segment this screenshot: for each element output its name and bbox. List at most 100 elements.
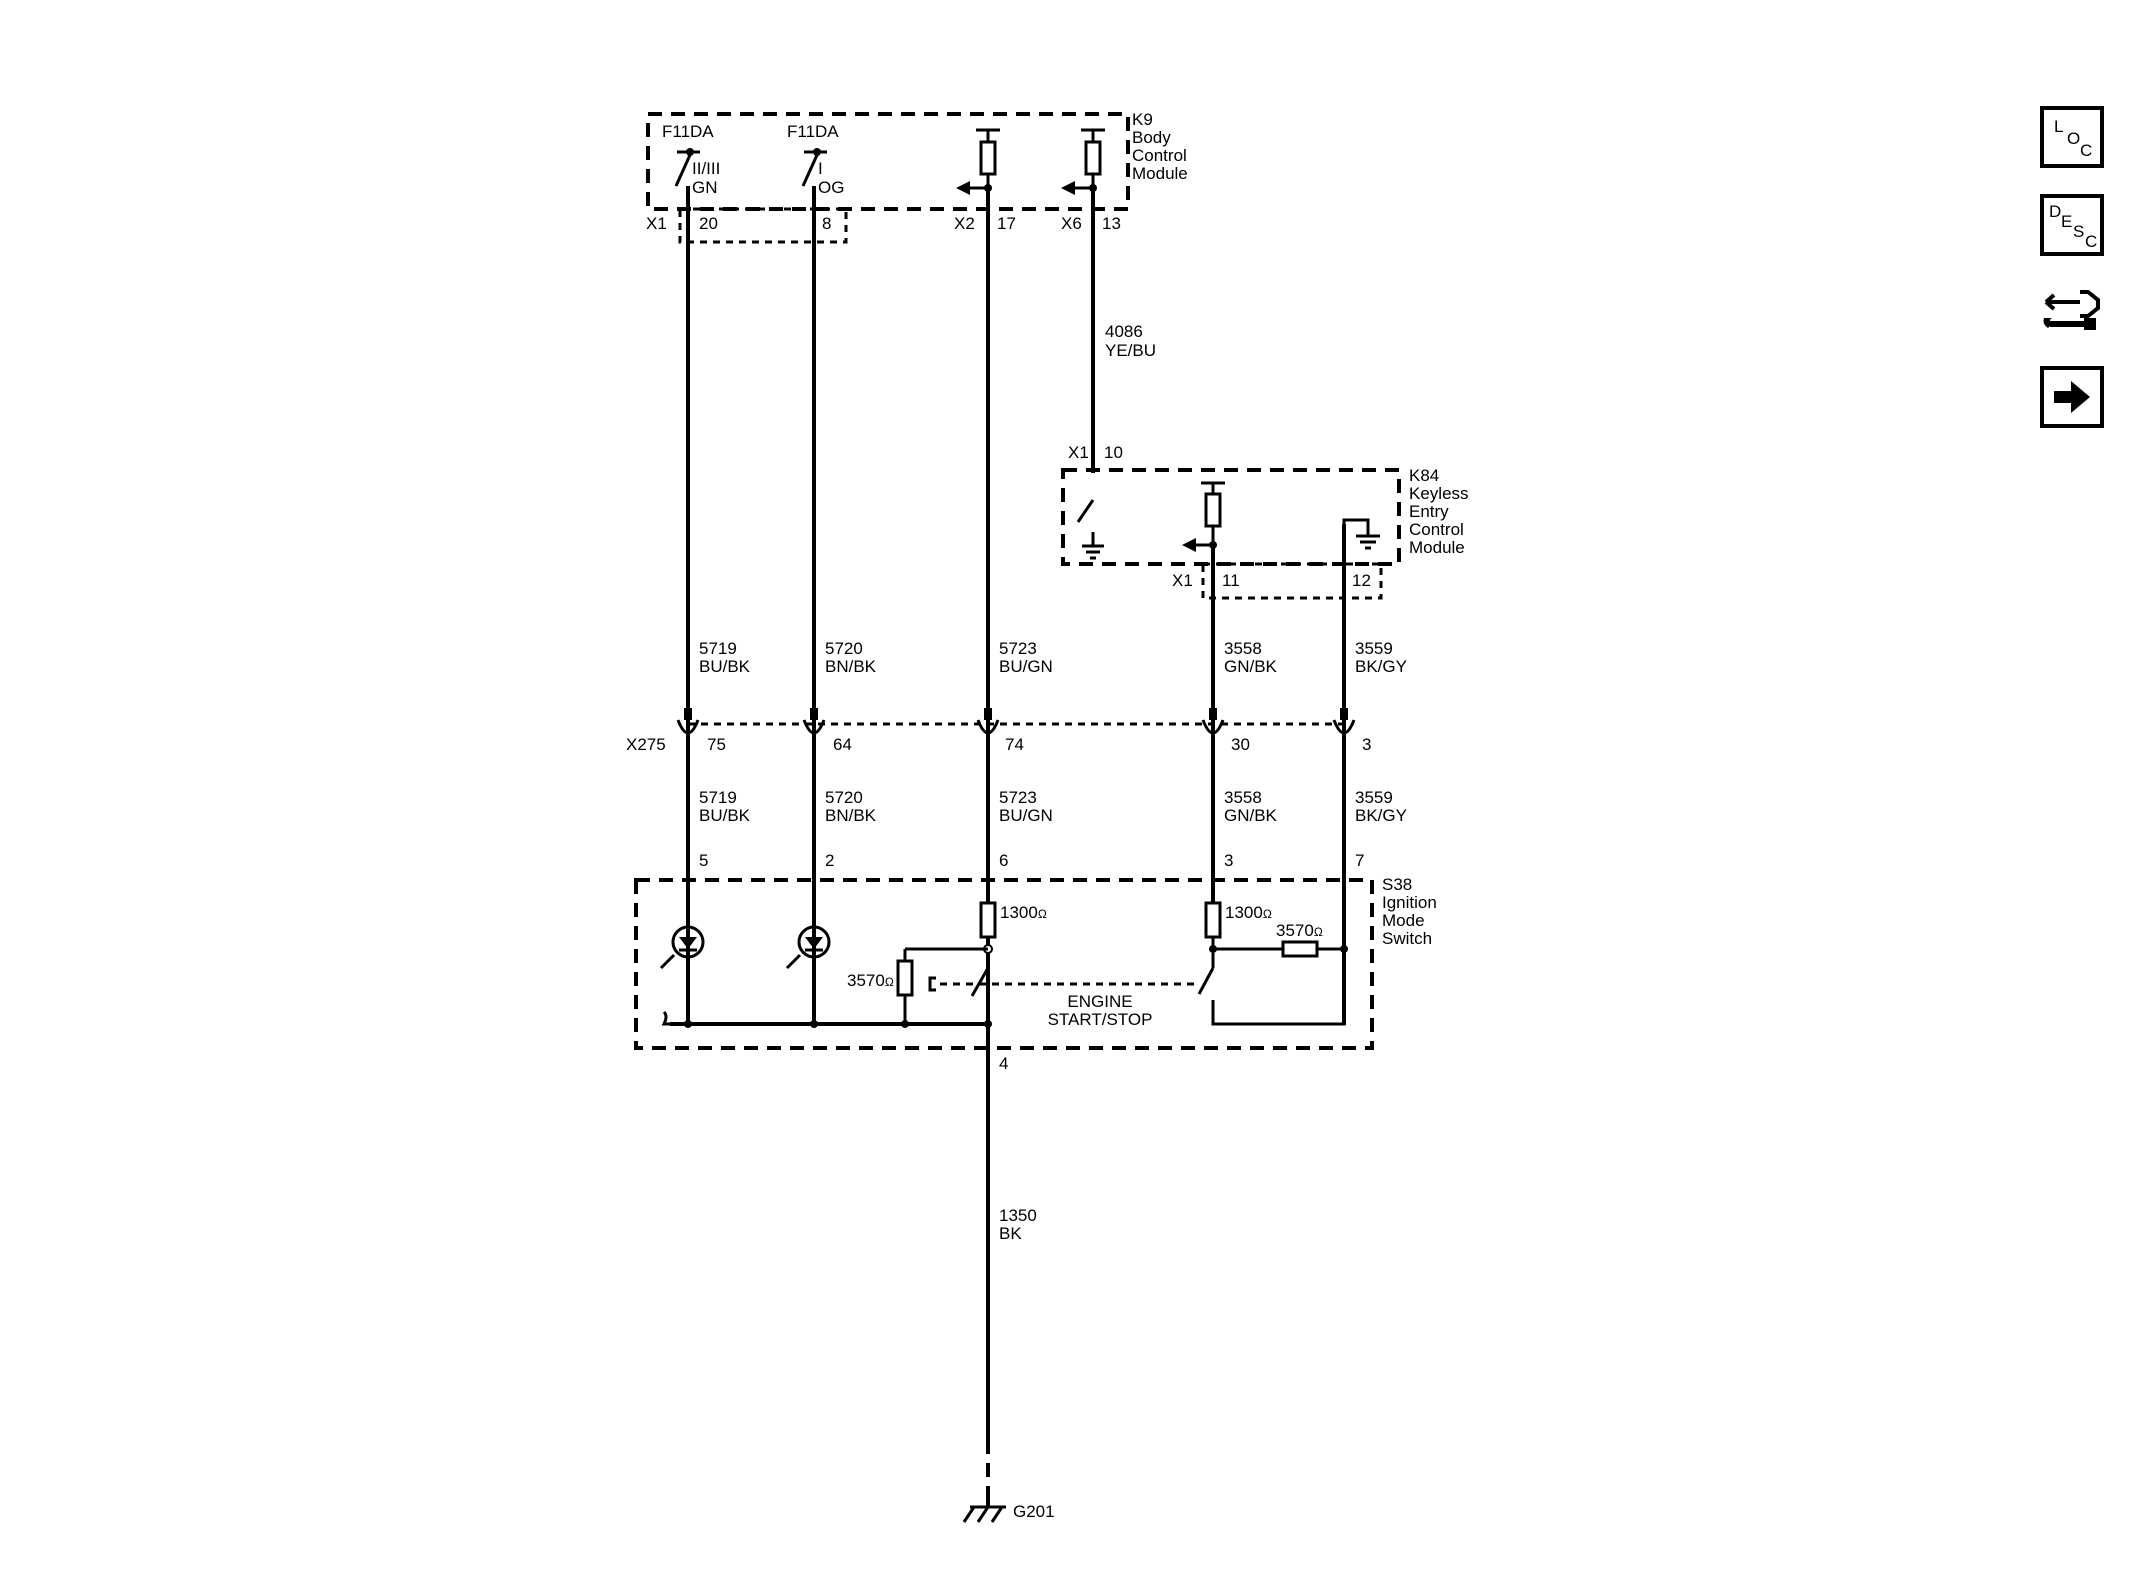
- wire-4086-color: YE/BU: [1105, 341, 1156, 360]
- k9-x1-connector-outline: [678, 207, 848, 244]
- loc-letter: O: [2067, 129, 2081, 148]
- k9-name-line1: Body: [1132, 128, 1171, 147]
- x275-pin: 30: [1231, 735, 1250, 754]
- k84-ref: K84: [1409, 466, 1439, 485]
- fuse-color-b: OG: [818, 178, 844, 197]
- fuse-label-right: F11DA: [787, 122, 839, 141]
- k9-x6-pin: 13: [1102, 214, 1121, 233]
- input-arrow-icon: [1061, 181, 1075, 195]
- k84-name-line4: Module: [1409, 538, 1465, 557]
- s38-pin: 2: [825, 851, 834, 870]
- wire-label-color: BK/GY: [1355, 657, 1407, 676]
- k84-in-connector: X1: [1068, 443, 1089, 462]
- wire-label-color: GN/BK: [1224, 806, 1278, 825]
- wire-label-circuit: 3559: [1355, 788, 1393, 807]
- resistor-value: 3570Ω: [847, 971, 894, 990]
- location-view-button[interactable]: L O C: [2040, 106, 2104, 168]
- s38-module-outline: [634, 878, 1374, 1050]
- wire-4086-circuit: 4086: [1105, 322, 1143, 341]
- wire-label-circuit: 3558: [1224, 639, 1262, 658]
- desc-letter: C: [2085, 232, 2098, 251]
- fuse-label-left: F11DA: [662, 122, 714, 141]
- arrow-right-icon: [2054, 381, 2090, 413]
- s38-ignition-mode-switch: 1300Ω 1300Ω 3570Ω 3570Ω ENGINE START/STO…: [634, 875, 1437, 1073]
- switch-position-a: II/III: [692, 159, 720, 178]
- resistor-1300-left: [979, 901, 997, 939]
- s38-pin: 3: [1224, 851, 1233, 870]
- ground-wire-circuit: 1350: [999, 1206, 1037, 1225]
- wire-label-color: BU/BK: [699, 657, 751, 676]
- pullup-resistor: [1084, 140, 1102, 176]
- k9-x2-connector: X2: [954, 214, 975, 233]
- desc-letter: S: [2073, 222, 2085, 241]
- wire-label-color: BK/GY: [1355, 806, 1407, 825]
- wire-label-color: BN/BK: [825, 806, 877, 825]
- chassis-ground-icon: [962, 1506, 1004, 1523]
- resistor-value: 3570Ω: [1276, 921, 1323, 940]
- wire-label-color: BU/GN: [999, 806, 1053, 825]
- x275-ref: X275: [626, 735, 666, 754]
- k84-in-pin: 10: [1104, 443, 1123, 462]
- wire-label-circuit: 5719: [699, 788, 737, 807]
- wire-label-circuit: 5719: [699, 639, 737, 658]
- k9-x1-pin-b: 8: [822, 214, 831, 233]
- k9-x2-pin: 17: [997, 214, 1016, 233]
- desc-letter: D: [2049, 202, 2062, 221]
- wire-label-circuit: 5723: [999, 639, 1037, 658]
- ground-ref: G201: [1013, 1502, 1055, 1521]
- k84-keyless-entry-control-module: X1 10 K84 Keyless Entry Control Module X…: [1061, 443, 1469, 600]
- k84-name-line1: Keyless: [1409, 484, 1469, 503]
- resistor-1300-right: [1204, 901, 1222, 939]
- desc-letter: E: [2061, 212, 2073, 231]
- resistor-3570-right: [1281, 940, 1319, 958]
- x275-pin: 74: [1005, 735, 1024, 754]
- k84-out-connector: X1: [1172, 571, 1193, 590]
- switch-position-b: I: [818, 159, 823, 178]
- wire-label-color: BN/BK: [825, 657, 877, 676]
- wire-label-circuit: 3559: [1355, 639, 1393, 658]
- k9-body-control-module: F11DA F11DA II/III GN I OG K9 Body Contr…: [646, 110, 1188, 244]
- fuse-color-a: GN: [692, 178, 718, 197]
- k84-name-line2: Entry: [1409, 502, 1449, 521]
- switch-label-line2: START/STOP: [1048, 1010, 1153, 1029]
- resistor-value: 1300Ω: [1225, 903, 1272, 922]
- switch-label-line1: ENGINE: [1067, 992, 1132, 1011]
- connector-repair-button[interactable]: [2040, 278, 2104, 342]
- s38-name-line3: Switch: [1382, 929, 1432, 948]
- circuit-wires: 4086 YE/BU: [686, 186, 1346, 1498]
- wire-label-color: BU/GN: [999, 657, 1053, 676]
- k9-name-line2: Control: [1132, 146, 1187, 165]
- led-icon: [659, 925, 705, 970]
- wire-label-color: GN/BK: [1224, 657, 1278, 676]
- k9-x6-connector: X6: [1061, 214, 1082, 233]
- pullup-resistor: [1204, 492, 1222, 528]
- k84-module-outline: [1061, 468, 1401, 566]
- upper-wire-labels: 5719 BU/BK 5720 BN/BK 5723 BU/GN 3558 GN…: [699, 639, 1407, 676]
- description-view-button[interactable]: D E S C: [2040, 194, 2104, 256]
- k9-name-line3: Module: [1132, 164, 1188, 183]
- s38-ref: S38: [1382, 875, 1412, 894]
- wire-label-circuit: 5723: [999, 788, 1037, 807]
- x275-inline-connector: X275 75 64 74 30 3: [626, 708, 1371, 754]
- s38-pin: 6: [999, 851, 1008, 870]
- k84-x1-connector-outline: [1201, 562, 1383, 600]
- input-arrow-icon: [1182, 538, 1196, 552]
- lower-wire-labels: 5719 BU/BK 5720 BN/BK 5723 BU/GN 3558 GN…: [699, 788, 1407, 870]
- loc-letter: L: [2054, 117, 2064, 136]
- k9-x1-connector: X1: [646, 214, 667, 233]
- x275-pin: 75: [707, 735, 726, 754]
- led-icon: [785, 925, 831, 970]
- s38-name-line1: Ignition: [1382, 893, 1437, 912]
- loc-letter: C: [2080, 141, 2093, 160]
- resistor-3570-left: [896, 959, 914, 997]
- ground-wire-color: BK: [999, 1224, 1022, 1243]
- k84-out-pin-b: 12: [1352, 571, 1371, 590]
- next-page-button[interactable]: [2040, 366, 2104, 428]
- s38-pin: 5: [699, 851, 708, 870]
- x275-pin: 3: [1362, 735, 1371, 754]
- s38-ground-pin: 4: [999, 1054, 1008, 1073]
- k9-x1-pin-a: 20: [699, 214, 718, 233]
- connector-terminals: [676, 708, 1356, 735]
- wire-label-circuit: 5720: [825, 639, 863, 658]
- input-arrow-icon: [956, 181, 970, 195]
